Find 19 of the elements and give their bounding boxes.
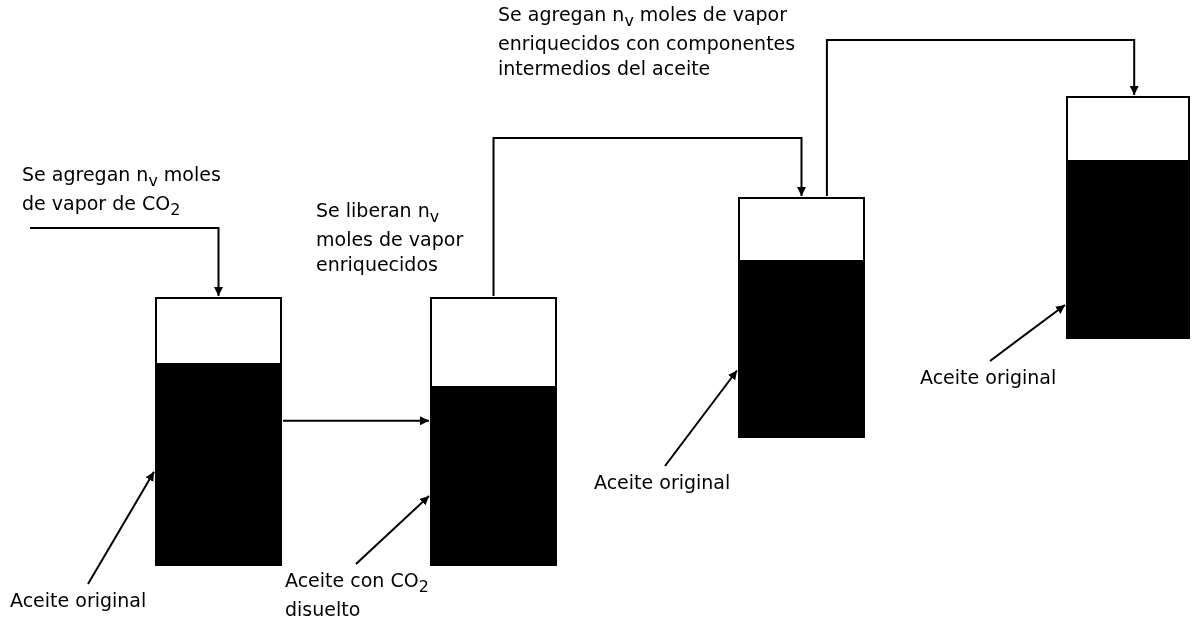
callout-text: Aceite original (10, 588, 210, 613)
leader-arrow (355, 495, 430, 565)
leader-arrow (664, 369, 738, 467)
annotation-text: Se agregan n$_{v}$ moles de vapor enriquecidos con componentes intermedios del aceite (498, 2, 797, 81)
vessel-drawing (155, 297, 282, 566)
flow-arrow (492, 137, 806, 297)
vessel-drawing (738, 197, 865, 438)
flow-arrow (29, 227, 223, 297)
callout-text: Aceite original (920, 365, 1140, 390)
vessel-drawing (430, 297, 557, 566)
vessel-drawing (1066, 96, 1190, 339)
leader-arrow (989, 304, 1066, 362)
flow-arrow (282, 416, 430, 426)
callout-text: Aceite con CO$_{2}$ disuelto (285, 568, 485, 623)
flow-arrow (825, 39, 1139, 197)
annotation-text: Se agregan n$_{v}$ moles de vapor de CO$_{2}$ (22, 162, 222, 221)
annotation-text: Se liberan n$_{v}$ moles de vapor enriquecidos (316, 198, 465, 277)
leader-arrow (87, 470, 155, 585)
callout-text: Aceite original (594, 470, 814, 495)
